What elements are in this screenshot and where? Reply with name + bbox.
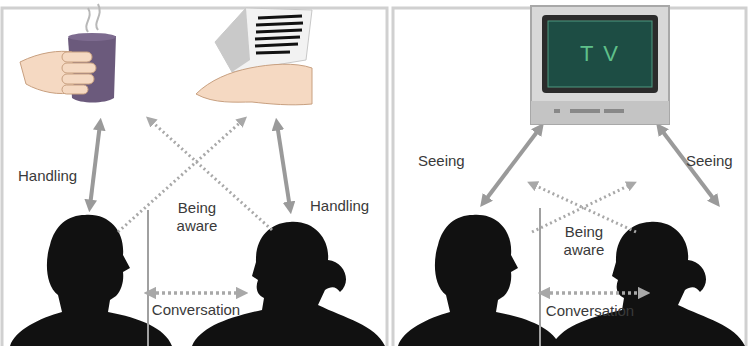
tv-case xyxy=(531,6,669,124)
finger xyxy=(62,52,92,62)
finger xyxy=(62,74,94,84)
arrow-label: Seeing xyxy=(686,152,748,170)
divider-line xyxy=(147,210,149,346)
tv-set: T V xyxy=(530,5,670,125)
finger xyxy=(62,85,88,94)
arrow-label: Handling xyxy=(18,167,93,185)
paper-sheet xyxy=(215,8,312,72)
arrow-label: Conversation xyxy=(141,301,251,319)
text-line xyxy=(256,30,302,32)
tv-screen xyxy=(548,21,652,87)
text-line xyxy=(255,37,300,39)
panel-frame xyxy=(2,8,387,346)
text-line xyxy=(255,44,298,46)
handling-arrow xyxy=(277,124,290,208)
hand xyxy=(196,64,312,105)
text-line xyxy=(256,23,303,25)
conversation-arrow xyxy=(544,291,644,295)
seeing-arrow xyxy=(484,128,540,202)
tv-base xyxy=(531,101,669,124)
arrow-label: Handling xyxy=(310,197,385,215)
steam xyxy=(96,4,99,30)
paper-text-lines xyxy=(255,16,303,53)
arrow-label: Conversation xyxy=(535,302,645,320)
finger xyxy=(62,63,96,73)
tv-button xyxy=(554,109,560,113)
arrow-label: Being aware xyxy=(167,199,227,235)
handling-arrow xyxy=(90,124,100,206)
mug-rim xyxy=(68,33,116,41)
arrow-label: Being aware xyxy=(554,223,614,259)
screen-text: T V xyxy=(548,21,652,87)
tv-button xyxy=(604,109,624,113)
conversation-arrow xyxy=(150,291,242,295)
paper-fold xyxy=(215,8,250,72)
text-line xyxy=(258,16,302,18)
divider-line xyxy=(539,208,541,346)
arrow-label: Seeing xyxy=(418,152,488,170)
man-silhouette xyxy=(398,215,560,346)
steam xyxy=(86,8,89,32)
woman-silhouette xyxy=(552,222,745,346)
text-line xyxy=(256,52,290,53)
panel-frame xyxy=(393,8,746,346)
tv-button xyxy=(570,109,600,113)
tv-bezel xyxy=(542,15,658,93)
woman-silhouette xyxy=(192,222,385,346)
